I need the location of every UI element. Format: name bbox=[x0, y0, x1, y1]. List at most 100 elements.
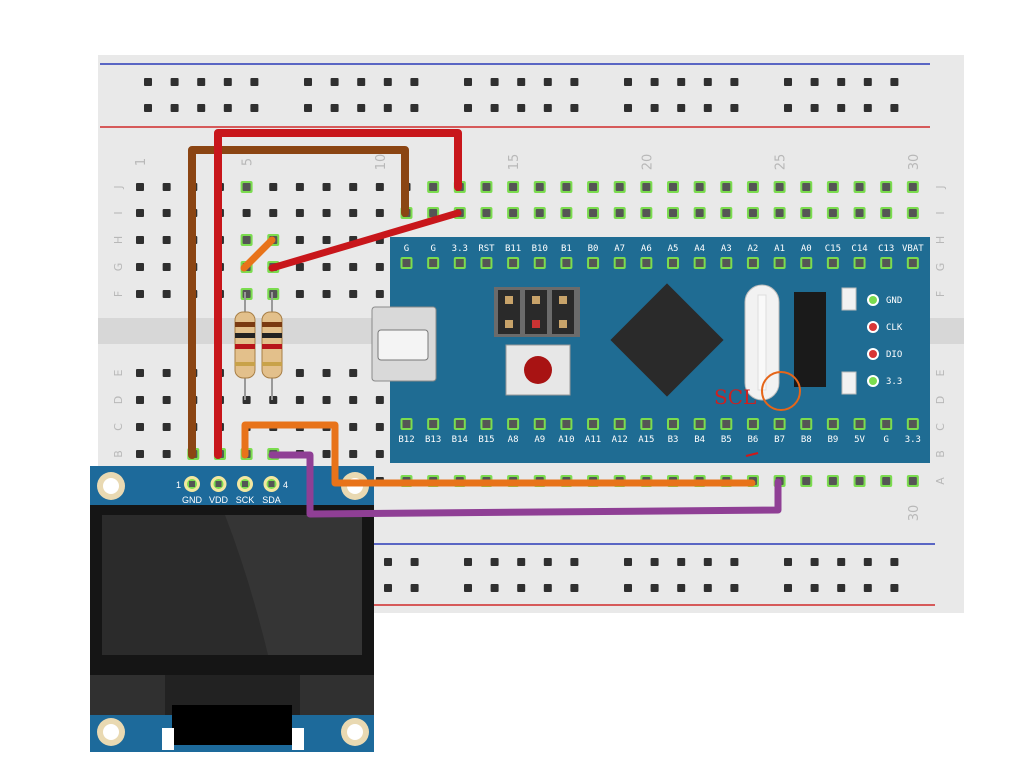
terminal-hole bbox=[560, 207, 573, 219]
rail-hole bbox=[570, 104, 579, 112]
rail-hole bbox=[703, 558, 712, 566]
terminal-hole bbox=[162, 369, 171, 377]
reset-button bbox=[505, 344, 571, 396]
terminal-hole bbox=[560, 181, 573, 193]
stm32-top-pin-label: B11 bbox=[505, 244, 521, 254]
rail-hole bbox=[490, 558, 499, 566]
rail-hole bbox=[304, 104, 312, 112]
rail-hole bbox=[197, 78, 206, 86]
terminal-hole bbox=[322, 450, 331, 458]
rail-hole bbox=[543, 584, 552, 592]
rail-hole bbox=[384, 558, 392, 566]
row-label: J bbox=[934, 185, 947, 189]
terminal-hole bbox=[375, 423, 384, 431]
column-number: 15 bbox=[507, 154, 522, 171]
terminal-hole bbox=[349, 369, 358, 377]
terminal-hole bbox=[507, 181, 520, 193]
terminal-hole bbox=[640, 181, 653, 193]
annotation-tick bbox=[745, 452, 759, 457]
stm32-top-pin-label: A6 bbox=[641, 244, 652, 254]
rail-hole bbox=[677, 78, 686, 86]
terminal-hole bbox=[773, 207, 786, 219]
terminal-hole bbox=[322, 236, 331, 244]
rail-hole bbox=[464, 78, 472, 86]
row-label: A bbox=[934, 477, 947, 485]
oled-ribbon bbox=[172, 705, 292, 745]
wires bbox=[188, 129, 782, 518]
terminal-hole bbox=[295, 396, 304, 404]
terminal-hole bbox=[295, 369, 304, 377]
rail-hole bbox=[517, 584, 526, 592]
terminal-hole bbox=[375, 396, 384, 404]
terminal-hole bbox=[375, 450, 384, 458]
column-number: 20 bbox=[640, 154, 655, 171]
terminal-hole bbox=[533, 207, 546, 219]
terminal-hole bbox=[349, 450, 358, 458]
rail-hole bbox=[730, 558, 739, 566]
terminal-hole bbox=[349, 396, 358, 404]
terminal-hole bbox=[269, 183, 278, 191]
terminal-hole bbox=[906, 207, 919, 219]
wire-purple-sda bbox=[268, 451, 782, 518]
row-label: B bbox=[934, 450, 947, 458]
crystal-inner bbox=[757, 294, 767, 391]
terminal-hole bbox=[322, 290, 331, 298]
wire-brown-gnd bbox=[188, 146, 409, 459]
rail-hole bbox=[703, 584, 712, 592]
stm32-top-pin-label: B1 bbox=[561, 244, 572, 254]
terminal-hole bbox=[880, 475, 893, 487]
terminal-hole bbox=[240, 288, 253, 300]
terminal-hole bbox=[162, 290, 171, 298]
rail-hole bbox=[330, 78, 339, 86]
row-label: C bbox=[112, 423, 125, 431]
rail-hole bbox=[410, 78, 419, 86]
terminal-hole bbox=[613, 181, 626, 193]
terminal-hole bbox=[349, 263, 358, 271]
resistors bbox=[234, 292, 283, 400]
stm32-bottom-pin-label: A12 bbox=[612, 435, 628, 445]
stm32-bottom-pin-label: B3 bbox=[668, 435, 679, 445]
terminal-hole bbox=[613, 207, 626, 219]
row-label: F bbox=[934, 291, 947, 297]
boot-jumper-header bbox=[494, 287, 580, 337]
rail-hole bbox=[223, 78, 232, 86]
rail-hole bbox=[624, 78, 632, 86]
wire-orange-sck bbox=[241, 421, 756, 487]
terminal-hole bbox=[136, 183, 144, 191]
terminal-hole bbox=[587, 181, 600, 193]
terminal-hole bbox=[800, 207, 813, 219]
terminal-hole bbox=[480, 181, 493, 193]
rail-hole bbox=[810, 78, 819, 86]
terminal-hole bbox=[295, 209, 304, 217]
terminal-hole bbox=[242, 396, 251, 404]
stm32-top-pin-label: B10 bbox=[532, 244, 548, 254]
rail-hole bbox=[650, 558, 659, 566]
terminal-hole bbox=[880, 181, 893, 193]
rail-hole bbox=[650, 78, 659, 86]
row-label: J bbox=[112, 185, 125, 189]
terminal-hole bbox=[136, 396, 144, 404]
terminal-hole bbox=[162, 209, 171, 217]
terminal-hole bbox=[746, 207, 759, 219]
rail-hole bbox=[517, 104, 526, 112]
rail-hole bbox=[730, 104, 739, 112]
rail-hole bbox=[677, 584, 686, 592]
annotation-circle bbox=[761, 371, 801, 411]
row-label: C bbox=[934, 423, 947, 431]
stm32-bottom-pin-label: B8 bbox=[801, 435, 812, 445]
rail-hole bbox=[890, 584, 899, 592]
side-module-pin-label: 3.3 bbox=[886, 377, 902, 387]
terminal-hole bbox=[667, 207, 679, 219]
stm32-bottom-pin-label: B12 bbox=[398, 435, 414, 445]
rail-hole bbox=[730, 78, 739, 86]
stm32-top-pin-label: G bbox=[404, 244, 409, 254]
row-label: G bbox=[934, 263, 947, 272]
stm32-bottom-pin-label: B6 bbox=[748, 435, 759, 445]
wire-red-diagonal bbox=[268, 209, 462, 272]
terminal-hole bbox=[880, 207, 893, 219]
rail-hole bbox=[810, 104, 819, 112]
terminal-hole bbox=[826, 475, 839, 487]
